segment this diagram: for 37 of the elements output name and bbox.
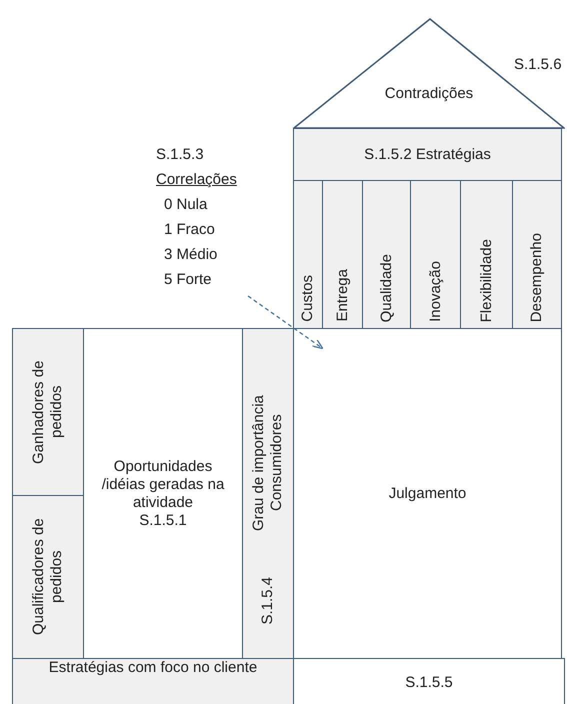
section-code: S.1.5.6 [514, 56, 562, 73]
cell-label: Estratégias com foco no cliente [48, 659, 258, 677]
legend-item: 3 Médio [164, 246, 218, 264]
cell-label: Contradições [384, 85, 474, 103]
section-code: S.1.5.3 [156, 146, 204, 164]
cell-label: Flexibilidade [478, 238, 496, 322]
section-code: S.1.5.4 [259, 576, 277, 624]
cell-label: Qualificadores de pedidos [30, 518, 66, 638]
cell-label: Oportunidades /idéias geradas na atividade [100, 458, 226, 512]
column-cell [460, 180, 513, 329]
row-cell [12, 495, 84, 659]
legend-item: 0 Nula [164, 196, 208, 214]
section-code: S.1.5.1 [139, 512, 187, 530]
arrow [248, 296, 324, 350]
cell-label: Desempenho [528, 232, 546, 322]
cell-label: Qualidade [378, 254, 396, 322]
cell-label: Julgamento [388, 484, 466, 502]
bottom-band [12, 658, 294, 704]
cell-label: S.1.5.5 [405, 674, 453, 692]
cell-label: S.1.5.2 Estratégias [364, 146, 491, 164]
legend-item: 1 Fraco [164, 221, 215, 239]
column-cell [362, 180, 411, 329]
cell-label: Grau de importância Consumidores [250, 394, 286, 533]
header-band [293, 128, 562, 181]
legend-item: 5 Forte [164, 271, 212, 289]
column-cell [410, 180, 461, 329]
column-cell [322, 180, 363, 329]
cell-label: Entrega [334, 269, 352, 322]
cell-label: Ganhadores de pedidos [30, 359, 66, 466]
cell-label: Custos [299, 275, 317, 322]
column-cell [512, 180, 562, 329]
column-cell [293, 180, 323, 329]
importance-column [242, 328, 294, 659]
legend-title: Correlações [156, 171, 237, 189]
cell-label: Inovação [426, 261, 444, 322]
roof-triangle [293, 18, 565, 129]
row-cell [12, 328, 84, 496]
